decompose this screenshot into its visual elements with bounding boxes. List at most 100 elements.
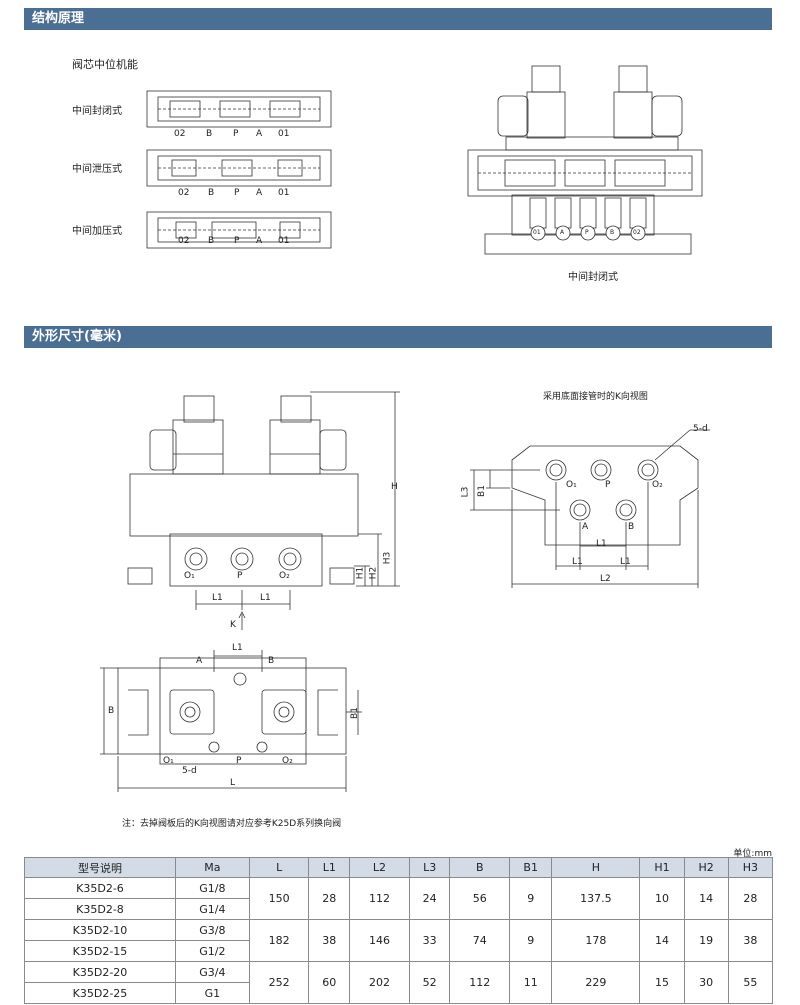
- section-view-drawing: [467, 65, 703, 255]
- top-view-drawing: [100, 650, 362, 792]
- section-port: A: [560, 229, 565, 236]
- ma-cell: G1/8: [174, 877, 250, 899]
- col-header: H2: [683, 857, 729, 878]
- value-cell: 202: [349, 961, 410, 1004]
- col-header: H3: [727, 857, 774, 878]
- section-port: P: [585, 229, 589, 236]
- spool-title: 阀芯中位机能: [72, 58, 138, 71]
- k-dim-l1: L1: [572, 557, 583, 567]
- k-dim-l1: L1: [620, 557, 631, 567]
- model-cell: K35D2-15: [24, 940, 176, 962]
- front-dim-l1: L1: [260, 593, 271, 603]
- section-bar-dimensions: 外形尺寸(毫米): [24, 326, 772, 348]
- front-view-drawing: [127, 391, 400, 630]
- value-cell: 56: [449, 877, 511, 920]
- k-port: P: [605, 480, 611, 490]
- col-header: H: [551, 857, 641, 878]
- value-cell: 52: [408, 961, 451, 1004]
- section-bar-structure: 结构原理: [24, 8, 772, 30]
- value-cell: 14: [683, 877, 729, 920]
- top-port-a: A: [196, 656, 203, 666]
- value-cell: 74: [449, 919, 511, 962]
- k-view-hole: 5-d: [693, 424, 708, 434]
- value-cell: 150: [248, 877, 310, 920]
- section-port: 01: [533, 229, 541, 236]
- table-row: K35D2-10 G3/8 182 38 146 33 74 9 178 14 …: [24, 919, 774, 962]
- model-cell: K35D2-6: [24, 877, 176, 899]
- table-row: K35D2-6 G1/8 150 28 112 24 56 9 137.5 10…: [24, 877, 774, 920]
- front-dim-h: H: [391, 482, 398, 492]
- spool-label-exhaust: 中间泄压式: [72, 164, 122, 175]
- value-cell: 28: [308, 877, 351, 920]
- model-cell: K35D2-8: [24, 898, 176, 920]
- top-dim-b: B: [108, 706, 115, 716]
- spool-port: 02: [178, 188, 190, 198]
- col-header: B1: [509, 857, 553, 878]
- k-view-drawing: [470, 429, 710, 588]
- value-cell: 38: [308, 919, 351, 962]
- k-dim-l2: L2: [600, 574, 611, 584]
- value-cell: 28: [727, 877, 774, 920]
- value-cell: 9: [509, 877, 553, 920]
- spool-diagram-exhaust: [146, 149, 332, 187]
- model-cell: K35D2-20: [24, 961, 176, 983]
- value-cell: 252: [248, 961, 310, 1004]
- spool-port: A: [256, 129, 263, 139]
- top-dim-b1: B1: [349, 707, 360, 719]
- value-cell: 229: [551, 961, 641, 1004]
- value-cell: 14: [639, 919, 685, 962]
- col-header: B: [449, 857, 511, 878]
- ma-cell: G1/4: [174, 898, 250, 920]
- table-row: K35D2-20 G3/4 252 60 202 52 112 11 229 1…: [24, 961, 774, 1004]
- spec-table: 型号说明 Ma L L1 L2 L3 B B1 H H1 H2 H3 K35D2…: [24, 857, 774, 1004]
- col-header: Ma: [174, 857, 250, 878]
- value-cell: 112: [449, 961, 511, 1004]
- ma-cell: G3/4: [174, 961, 250, 983]
- value-cell: 24: [408, 877, 451, 920]
- spool-port: 01: [278, 188, 290, 198]
- front-port: P: [237, 571, 243, 581]
- value-cell: 9: [509, 919, 553, 962]
- value-cell: 178: [551, 919, 641, 962]
- section-title-structure: 结构原理: [32, 11, 85, 26]
- value-cell: 10: [639, 877, 685, 920]
- table-row: K35D2-25 G1: [24, 982, 773, 1004]
- col-header: L1: [308, 857, 351, 878]
- section-port: 02: [633, 229, 641, 236]
- spool-port: 02: [174, 129, 186, 139]
- value-cell: 146: [349, 919, 410, 962]
- model-cell: K35D2-25: [24, 982, 176, 1004]
- spool-diagram-closed: [146, 90, 332, 128]
- spool-port: 01: [278, 129, 290, 139]
- top-port: O₂: [282, 756, 293, 766]
- note-text: 注：去掉阀板后的K向视图请对应参考K25D系列换向阀: [122, 819, 342, 829]
- top-dim-l: L: [230, 778, 236, 788]
- spool-label-closed: 中间封闭式: [72, 106, 122, 117]
- value-cell: 112: [349, 877, 410, 920]
- col-header: L2: [349, 857, 410, 878]
- col-header: L3: [408, 857, 451, 878]
- value-cell: 11: [509, 961, 553, 1004]
- k-port: O₂: [652, 480, 663, 490]
- spool-port: B: [208, 236, 215, 246]
- ma-cell: G1/2: [174, 940, 250, 962]
- k-dim-l1-top: L1: [596, 539, 607, 549]
- section-view-caption: 中间封闭式: [568, 272, 618, 283]
- value-cell: 33: [408, 919, 451, 962]
- spool-port: 01: [278, 236, 290, 246]
- top-dim-l1: L1: [232, 643, 243, 653]
- spool-diagram-pressure: [146, 211, 332, 249]
- value-cell: 60: [308, 961, 351, 1004]
- value-cell: 182: [248, 919, 310, 962]
- front-port: O₂: [279, 571, 290, 581]
- col-header: 型号说明: [24, 857, 176, 878]
- col-header: H1: [639, 857, 685, 878]
- k-port: O₁: [566, 480, 577, 490]
- top-port-b: B: [268, 656, 275, 666]
- ma-cell: G1: [174, 982, 250, 1004]
- spool-port: P: [234, 188, 240, 198]
- top-port: P: [236, 756, 242, 766]
- value-cell: 15: [639, 961, 685, 1004]
- value-cell: 55: [727, 961, 774, 1004]
- spool-port: 02: [178, 236, 190, 246]
